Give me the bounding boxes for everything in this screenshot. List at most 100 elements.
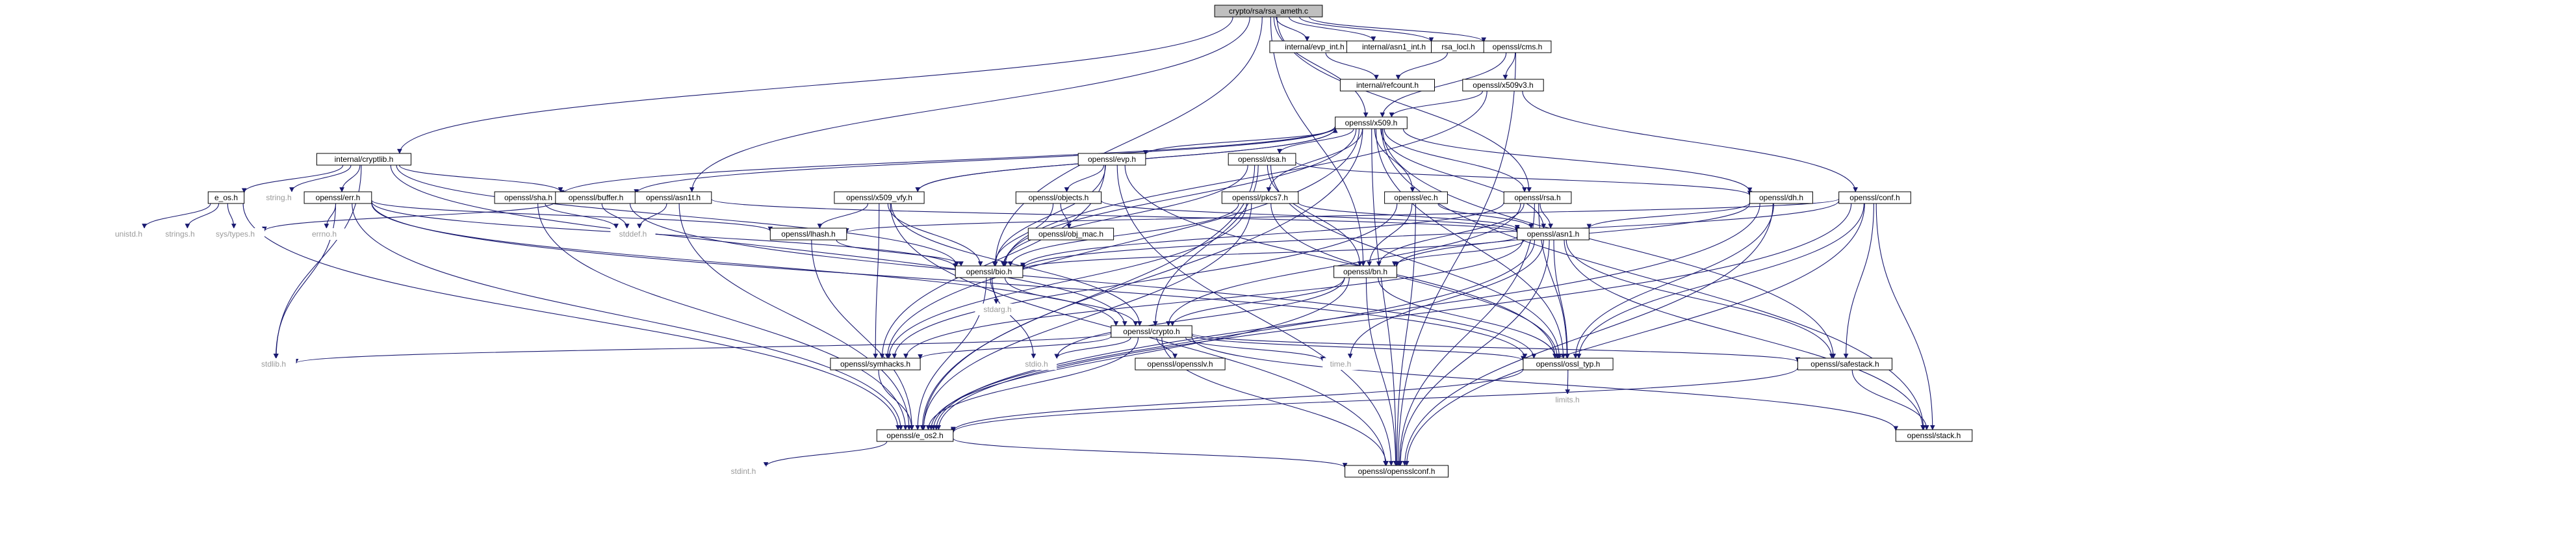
node-openssl-e-os2[interactable]: openssl/e_os2.h [876,429,954,442]
node-openssl-bio[interactable]: openssl/bio.h [955,265,1024,278]
node-label: openssl/dh.h [1759,193,1803,202]
node-openssl-rsa[interactable]: openssl/rsa.h [1503,191,1572,204]
edge-openssl_x509v3-to-openssl_x509 [1389,90,1484,118]
node-label: limits.h [1555,395,1579,404]
edge-openssl_conf-to-openssl_lhash [844,198,1840,233]
node-label: stdio.h [1025,359,1048,369]
node-openssl-crypto[interactable]: openssl/crypto.h [1111,325,1192,338]
node-openssl-opensslv[interactable]: openssl/opensslv.h [1135,358,1226,371]
edge-internal_cryptlib-to-string_h [289,164,352,192]
edge-openssl_dsa-to-openssl_dh [1295,161,1753,196]
node-label: openssl/crypto.h [1123,327,1179,336]
node-unistd-h: unistd.h [106,228,151,240]
node-openssl-ossl-typ[interactable]: openssl/ossl_typ.h [1523,358,1614,371]
edge-openssl_lhash-to-openssl_e_os2 [811,239,915,430]
node-openssl-conf[interactable]: openssl/conf.h [1838,191,1911,204]
node-openssl-dh[interactable]: openssl/dh.h [1749,191,1813,204]
edge-openssl_crypto-to-time_h [1185,337,1326,361]
node-label: openssl/x509v3.h [1473,81,1533,90]
node-stdio-h: stdio.h [1016,358,1057,370]
node-openssl-ec[interactable]: openssl/ec.h [1384,191,1448,204]
node-openssl-symhacks[interactable]: openssl/symhacks.h [830,358,921,371]
node-openssl-cms[interactable]: openssl/cms.h [1483,40,1552,53]
node-internal-asn1-int[interactable]: internal/asn1_int.h [1346,40,1441,53]
edge-openssl_dsa-to-openssl_bn [1267,164,1363,267]
node-openssl-x509-vfy[interactable]: openssl/x509_vfy.h [834,191,925,204]
edge-openssl_asn1-to-openssl_e_os2 [931,239,1536,430]
edge-openssl_x509_vfy-to-openssl_symhacks [873,203,880,359]
node-layer: crypto/rsa/rsa_ameth.c internal/cryptlib.… [106,5,1973,478]
node-label: openssl/obj_mac.h [1038,229,1103,239]
edge-openssl_crypto-to-openssl_opensslconf [1161,337,1389,466]
edge-openssl_crypto-to-openssl_opensslv [1156,337,1178,359]
edge-openssl_bn-to-openssl_opensslconf [1365,277,1398,466]
edge-openssl_cms-to-openssl_x509v3 [1502,52,1516,80]
edge-openssl_x509-to-openssl_safestack [1382,128,1836,359]
edge-rsa_ameth-to-rsa_locl [1299,16,1434,42]
node-openssl-bn[interactable]: openssl/bn.h [1333,265,1397,278]
node-openssl-err[interactable]: openssl/err.h [303,191,372,204]
edge-openssl_err-to-openssl_lhash [371,200,773,232]
edge-openssl_crypto-to-openssl_safestack [1191,333,1800,363]
node-openssl-stack[interactable]: openssl/stack.h [1895,429,1973,442]
node-label: openssl/bio.h [966,267,1012,276]
edge-openssl_pkcs7-to-openssl_asn1 [1298,202,1520,230]
edge-openssl_crypto-to-openssl_symhacks [918,335,1112,359]
node-openssl-x509[interactable]: openssl/x509.h [1335,116,1408,129]
edge-internal_evp_int-to-internal_refcount [1325,52,1379,80]
edge-openssl_evp-to-openssl_opensslconf [1116,164,1394,466]
node-openssl-buffer[interactable]: openssl/buffer.h [555,191,637,204]
edge-openssl_dh-to-openssl_opensslconf [1402,203,1773,466]
node-openssl-pkcs7[interactable]: openssl/pkcs7.h [1221,191,1299,204]
edge-rsa_ameth-to-openssl_x509 [1273,16,1369,118]
node-openssl-safestack[interactable]: openssl/safestack.h [1797,358,1892,371]
node-label: openssl/opensslconf.h [1358,467,1436,476]
edge-openssl_asn1-to-openssl_stack [1564,239,1926,430]
edge-openssl_bio-to-stdarg_h [990,277,999,304]
edge-openssl_asn1-to-openssl_bn [1392,239,1525,267]
node-openssl-sha[interactable]: openssl/sha.h [494,191,563,204]
edge-internal_cryptlib-to-openssl_bio [396,164,959,267]
node-rsa-locl[interactable]: rsa_locl.h [1431,40,1486,53]
edge-openssl_x509-to-openssl_buffer [634,126,1336,194]
edge-openssl_x509-to-openssl_pkcs7 [1266,128,1363,192]
node-label: internal/refcount.h [1356,81,1419,90]
node-openssl-opensslconf[interactable]: openssl/opensslconf.h [1345,465,1449,478]
edge-openssl_conf-to-openssl_safestack [1843,203,1874,359]
edge-e_os-to-openssl_e_os2 [242,203,901,430]
edge-openssl_ec-to-openssl_bn [1367,203,1413,267]
edge-openssl_ec-to-openssl_opensslconf [1394,203,1416,466]
node-label: openssl/sha.h [504,193,552,202]
node-openssl-asn1t[interactable]: openssl/asn1t.h [634,191,712,204]
edge-rsa_ameth-to-openssl_bn [1270,16,1366,267]
node-label: openssl/conf.h [1849,193,1900,202]
node-label: internal/asn1_int.h [1362,42,1426,51]
node-openssl-asn1[interactable]: openssl/asn1.h [1517,228,1590,241]
edge-openssl_bn-to-openssl_crypto [1170,277,1345,326]
edge-openssl_rsa-to-openssl_crypto [1166,203,1521,326]
node-label: openssl/x509.h [1345,118,1398,127]
node-openssl-evp[interactable]: openssl/evp.h [1077,153,1146,166]
edge-openssl_asn1-to-openssl_opensslconf [1398,239,1550,466]
node-openssl-objects[interactable]: openssl/objects.h [1015,191,1102,204]
node-rsa-ameth[interactable]: crypto/rsa/rsa_ameth.c [1214,5,1323,18]
node-internal-refcount[interactable]: internal/refcount.h [1339,79,1435,92]
node-openssl-x509v3[interactable]: openssl/x509v3.h [1462,79,1544,92]
node-label: openssl/buffer.h [569,193,624,202]
edge-rsa_locl-to-internal_refcount [1395,52,1448,80]
node-label: stdint.h [731,467,756,476]
node-e-os[interactable]: e_os.h [207,191,245,204]
node-internal-evp-int[interactable]: internal/evp_int.h [1269,40,1360,53]
edge-openssl_asn1t-to-openssl_asn1 [711,198,1520,233]
node-openssl-obj-mac[interactable]: openssl/obj_mac.h [1027,228,1114,241]
edge-openssl_rsa-to-openssl_bn [1376,203,1525,267]
edge-rsa_ameth-to-openssl_bio [992,16,1263,267]
node-internal-cryptlib[interactable]: internal/cryptlib.h [316,153,411,166]
node-openssl-dsa[interactable]: openssl/dsa.h [1228,153,1296,166]
node-openssl-lhash[interactable]: openssl/lhash.h [769,228,847,241]
node-label: string.h [266,193,291,202]
edge-openssl_x509_vfy-to-openssl_crypto [890,203,1142,326]
edge-openssl_pkcs7-to-openssl_e_os2 [921,203,1252,430]
edge-openssl_pkcs7-to-openssl_symhacks [886,203,1247,359]
edge-openssl_bn-to-openssl_e_os2 [928,277,1350,430]
